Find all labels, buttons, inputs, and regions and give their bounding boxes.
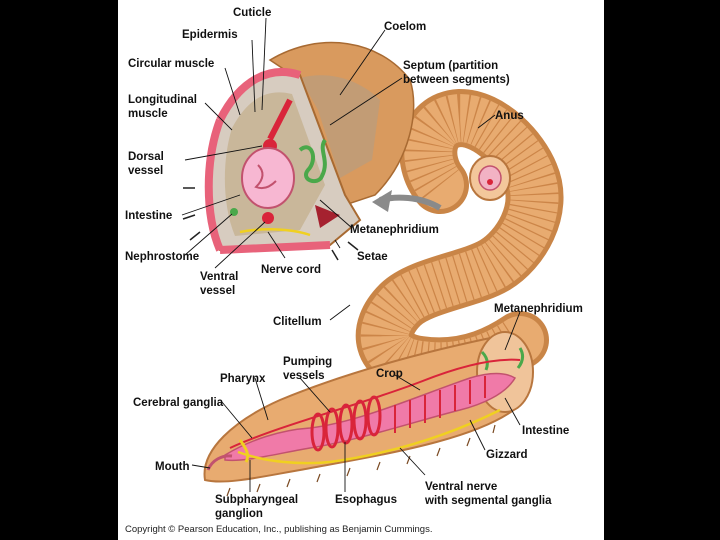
metanephridium-section <box>298 138 327 184</box>
copyright-notice: Copyright © Pearson Education, Inc., pub… <box>125 524 432 535</box>
pumping-vessels <box>310 395 382 452</box>
label-pharynx: Pharynx <box>220 373 266 385</box>
label-setae: Setae <box>357 251 388 263</box>
label-epidermis: Epidermis <box>182 29 238 41</box>
leader-lines <box>181 17 521 492</box>
label-circular-muscle: Circular muscle <box>128 58 214 70</box>
label-ventral-vessel-line1: Ventral <box>200 271 238 283</box>
label-metanephridium-bottom: Metanephridium <box>494 303 583 315</box>
label-ventral-vessel-line2: vessel <box>200 285 235 297</box>
label-clitellum: Clitellum <box>273 316 322 328</box>
label-subpharyngeal-line2: ganglion <box>215 508 263 520</box>
label-cuticle: Cuticle <box>233 7 271 19</box>
label-pumping-line2: vessels <box>283 370 325 382</box>
label-mouth: Mouth <box>155 461 189 473</box>
label-ventral-nerve-line1: Ventral nerve <box>425 481 497 493</box>
label-gizzard: Gizzard <box>486 449 528 461</box>
label-septum-line2: between segments) <box>403 74 510 86</box>
label-pumping-line1: Pumping <box>283 356 332 368</box>
digestive-tract <box>224 372 517 462</box>
label-intestine-top: Intestine <box>125 210 172 222</box>
ventral-nerve-cord <box>237 408 501 465</box>
label-cerebral-ganglia: Cerebral ganglia <box>133 397 224 409</box>
label-coelom: Coelom <box>384 21 426 33</box>
labels: Cuticle Epidermis Coelom Circular muscle… <box>125 7 583 520</box>
label-esophagus: Esophagus <box>335 494 397 506</box>
label-dorsal-line2: vessel <box>128 165 163 177</box>
label-subpharyngeal-line1: Subpharyngeal <box>215 494 298 506</box>
cross-section-block <box>182 41 415 261</box>
label-ventral-nerve-line2: with segmental ganglia <box>424 495 552 507</box>
label-dorsal-line1: Dorsal <box>128 151 164 163</box>
label-intestine-bottom: Intestine <box>522 425 569 437</box>
label-metanephridium-top: Metanephridium <box>350 224 439 236</box>
label-crop: Crop <box>376 368 403 380</box>
intestine-section <box>241 147 295 209</box>
label-longitudinal-line2: muscle <box>128 108 168 120</box>
label-septum-line1: Septum (partition <box>403 60 498 72</box>
anterior-section <box>203 331 534 497</box>
label-anus: Anus <box>495 110 524 122</box>
label-nephrostome: Nephrostome <box>125 251 199 263</box>
label-longitudinal-line1: Longitudinal <box>128 94 197 106</box>
worm-body <box>355 88 564 396</box>
label-nerve-cord: Nerve cord <box>261 264 321 276</box>
